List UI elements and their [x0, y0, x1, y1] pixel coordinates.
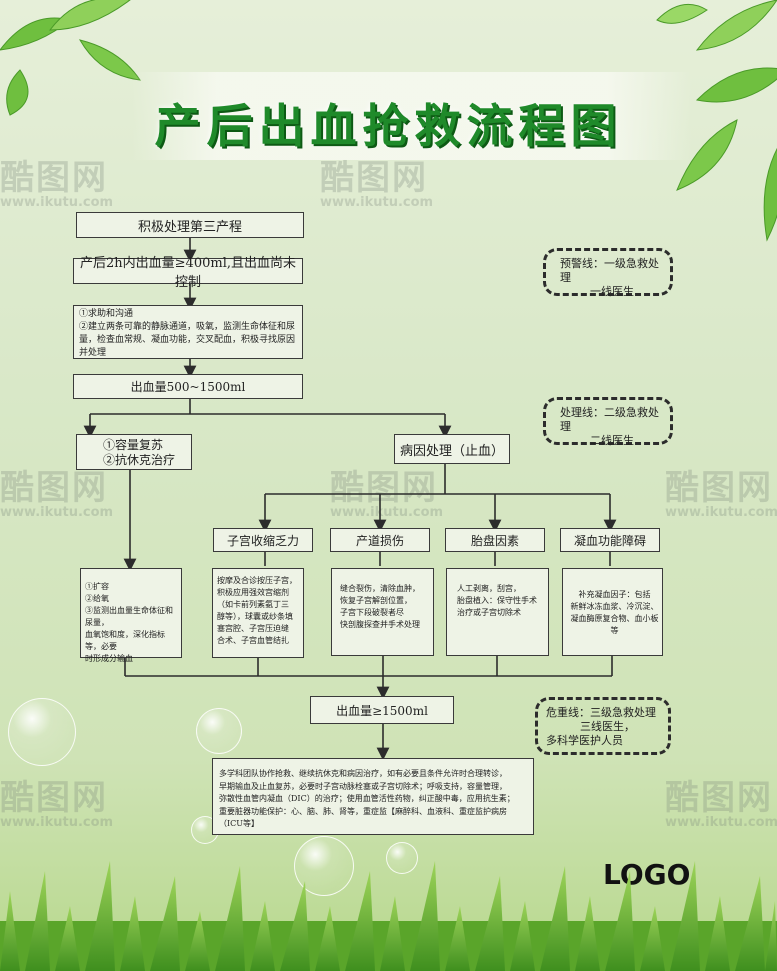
text-line: 一线医生	[590, 285, 634, 298]
text-line: ②抗休克治疗	[103, 453, 176, 467]
step-initial-measures: ①求助和沟通 ②建立两条可靠的静脉通道，吸氧，监测生命体征和尿 量，检查血常规、…	[73, 305, 303, 359]
note-treatment-line: 处理线：二级急救处理 二线医生	[543, 397, 673, 447]
text-line: ③监测出血量生命体征和尿量，	[85, 606, 173, 627]
text-line: 二线医生	[590, 434, 634, 447]
cause-birth-canal-injury: 产道损伤	[330, 528, 430, 552]
text-line: 合术、子宫血管结扎	[217, 636, 289, 645]
text-line: ①扩容	[85, 582, 109, 591]
leaf-decoration-icon	[0, 0, 142, 116]
logo: LOGO	[603, 858, 691, 891]
text-line: 缝合裂伤，清除血肿，	[340, 584, 420, 593]
text-line: ①求助和沟通	[79, 309, 134, 319]
text-line: ①容量复苏	[103, 438, 164, 452]
text-line: 塞宫腔、子宫压迫缝	[217, 624, 289, 633]
text-line: 补充凝血因子：包括	[578, 590, 651, 599]
text-line: 凝血酶原复合物、血小板等	[570, 614, 659, 635]
text-line: 人工剥离，刮宫，	[457, 584, 521, 593]
text-line: （如卡前列素氨丁三	[217, 600, 289, 609]
cause-placental-factor: 胎盘因素	[445, 528, 545, 552]
bubble-decoration	[8, 698, 76, 766]
text-line: 新鲜冰冻血浆、冷沉淀、	[570, 602, 659, 611]
note-critical-line: 危重线：三级急救处理 三线医生， 多科学医护人员	[535, 697, 671, 755]
text-line: 弥散性血管内凝血（DIC）的治疗；使用血管活性药物，纠正酸中毒，应用抗生素；	[219, 794, 515, 803]
text-line: 多学科团队协作抢救、继续抗休克和病因治疗，如有必要且条件允许时合理转诊，	[219, 769, 507, 778]
page-title: 产后出血抢救流程图	[154, 99, 623, 153]
cause-coagulation-disorder: 凝血功能障碍	[560, 528, 660, 552]
text-line: ②建立两条可靠的静脉通道，吸氧，监测生命体征和尿	[79, 322, 296, 332]
text-line: 预警线：一级急救处理	[560, 257, 659, 284]
detail-volume-support: ①扩容 ②给氧 ③监测出血量生命体征和尿量， 血氧饱和度，深化指标等，必要 时形…	[80, 568, 182, 663]
text-line: 并处理	[79, 348, 107, 358]
text-line: 处理线：二级急救处理	[560, 406, 659, 433]
leaf-decoration-icon	[656, 0, 777, 242]
step-postpartum-bleeding-400ml: 产后2h内出血量≥400ml,且出血尚未控制	[73, 256, 303, 290]
text-line: 血氧饱和度，深化指标等，必要	[85, 630, 165, 651]
text-line: 恢复子宫解剖位置，	[340, 596, 412, 605]
text-line: ②给氧	[85, 594, 109, 603]
bubble-decoration	[386, 842, 418, 874]
text-line: 早期输血及止血复苏，必要时子宫动脉栓塞或子宫切除术；呼吸支持，容量管理，	[219, 781, 507, 791]
text-line: 三线医生，	[580, 720, 635, 733]
detail-coagulation-disorder: 补充凝血因子：包括 新鲜冰冻血浆、冷沉淀、 凝血酶原复合物、血小板等	[562, 568, 663, 656]
detail-placental-factor: 人工剥离，刮宫， 胎盘植入：保守性手术 治疗或子宫切除术	[446, 568, 549, 656]
text-line: 醇等），球囊或纱条填	[217, 612, 293, 621]
text-line: 子宫下段破裂者尽	[340, 608, 404, 617]
detail-birth-canal-injury: 缝合裂伤，清除血肿， 恢复子宫解剖位置， 子宫下段破裂者尽 快剖腹探查并手术处理	[331, 568, 434, 656]
text-line: （ICU等】	[219, 819, 260, 828]
step-volume-resuscitation: ①容量复苏 ②抗休克治疗	[76, 434, 192, 470]
text-line: 多科学医护人员	[546, 734, 623, 747]
text-line: 胎盘植入：保守性手术	[457, 596, 537, 605]
step-third-stage-management: 积极处理第三产程	[76, 212, 304, 238]
text-line: 积极应用强效宫缩剂	[217, 588, 289, 597]
step-bleeding-over-1500ml: 出血量≥1500ml	[310, 696, 454, 724]
note-warning-line: 预警线：一级急救处理 一线医生	[543, 248, 673, 298]
title-band	[132, 72, 692, 160]
cause-uterine-atony: 子宫收缩乏力	[213, 528, 313, 552]
text-line: 量，检查血常规、凝血功能，交叉配血，积极寻找原因	[79, 335, 296, 345]
text-line: 重要脏器功能保护：心、脑、肺、肾等，重症监【麻醉科、血液科、重症监护病房	[219, 806, 507, 816]
detail-uterine-atony: 按摩及合诊按压子宫， 积极应用强效宫缩剂 （如卡前列素氨丁三 醇等），球囊或纱条…	[212, 568, 304, 658]
step-multidisciplinary-rescue: 多学科团队协作抢救、继续抗休克和病因治疗，如有必要且条件允许时合理转诊， 早期输…	[212, 758, 534, 835]
text-line: 治疗或子宫切除术	[457, 608, 521, 617]
text-line: 时形成分输血	[85, 654, 133, 663]
text-line: 快剖腹探查并手术处理	[340, 620, 420, 629]
step-bleeding-500-1500ml: 出血量500~1500ml	[73, 374, 303, 399]
text-line: 按摩及合诊按压子宫，	[217, 576, 297, 585]
step-cause-treatment: 病因处理（止血）	[394, 434, 510, 464]
bubble-decoration	[196, 708, 242, 754]
grass-decoration-icon	[0, 861, 777, 971]
text-line: 危重线：三级急救处理	[546, 706, 656, 719]
